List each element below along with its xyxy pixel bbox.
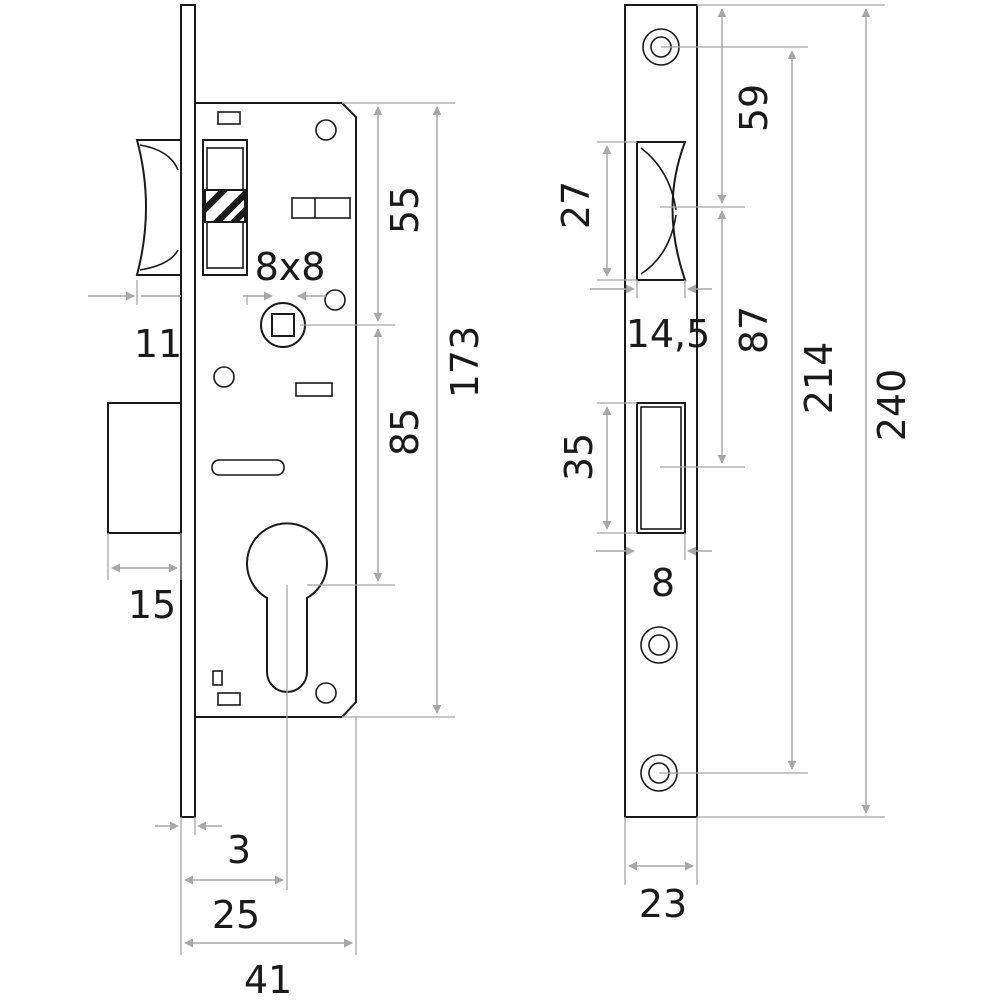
dim-label-3: 3 [227,828,251,872]
right-view-dimensions: 59 27 14,5 87 214 240 35 8 23 [554,4,914,926]
strike-middle-screw-hole [640,626,678,664]
dim-label-35: 35 [557,433,601,481]
strike-latch-slot-inner-curve-2 [640,214,677,275]
dim-label-8x8: 8x8 [255,245,326,289]
latch-bolt [135,139,182,276]
latch-bolt-curve-bottom [139,249,179,271]
faceplate [180,4,196,818]
top-small-slot [217,111,241,125]
strike-plate-view [624,4,698,818]
bottom-small-slot-1 [212,670,223,686]
dim-label-25: 25 [212,893,260,937]
strike-latch-slot-inner-curve [640,147,677,211]
dim-label-59: 59 [732,84,776,132]
dim-label-23: 23 [639,882,687,926]
strike-latch-slot [636,141,687,281]
middle-left-screw-hole [213,366,235,388]
middle-slot [295,382,333,397]
spindle-square-hole [271,313,295,337]
dim-label-173: 173 [443,326,487,399]
spindle-side-screw-hole [324,289,346,311]
dim-label-15: 15 [128,583,176,627]
dim-label-8: 8 [651,561,675,605]
bottom-small-slot-2 [217,692,241,706]
dim-label-27: 27 [554,181,598,229]
dim-label-11: 11 [134,322,182,366]
latch-bolt-curve-top [139,144,179,171]
strike-bolt-slot-inner [640,406,682,530]
dim-label-41: 41 [244,958,292,1000]
strike-bolt-slot [636,402,686,534]
dim-label-85: 85 [383,408,427,456]
upper-slot [291,197,351,219]
bottom-right-screw-hole [315,682,337,704]
dim-label-214: 214 [797,342,841,415]
mortise-lock-view [107,4,357,818]
long-slot [211,459,285,476]
hatched-spring-block [204,188,246,223]
deadbolt [107,402,182,534]
dim-label-55: 55 [383,186,427,234]
dim-label-14-5: 14,5 [626,312,711,356]
left-view-dimensions: 55 85 173 8x8 11 15 3 25 41 [88,102,487,1000]
dim-label-240: 240 [870,369,914,442]
top-right-screw-hole [315,119,337,141]
dim-label-87: 87 [732,306,776,354]
